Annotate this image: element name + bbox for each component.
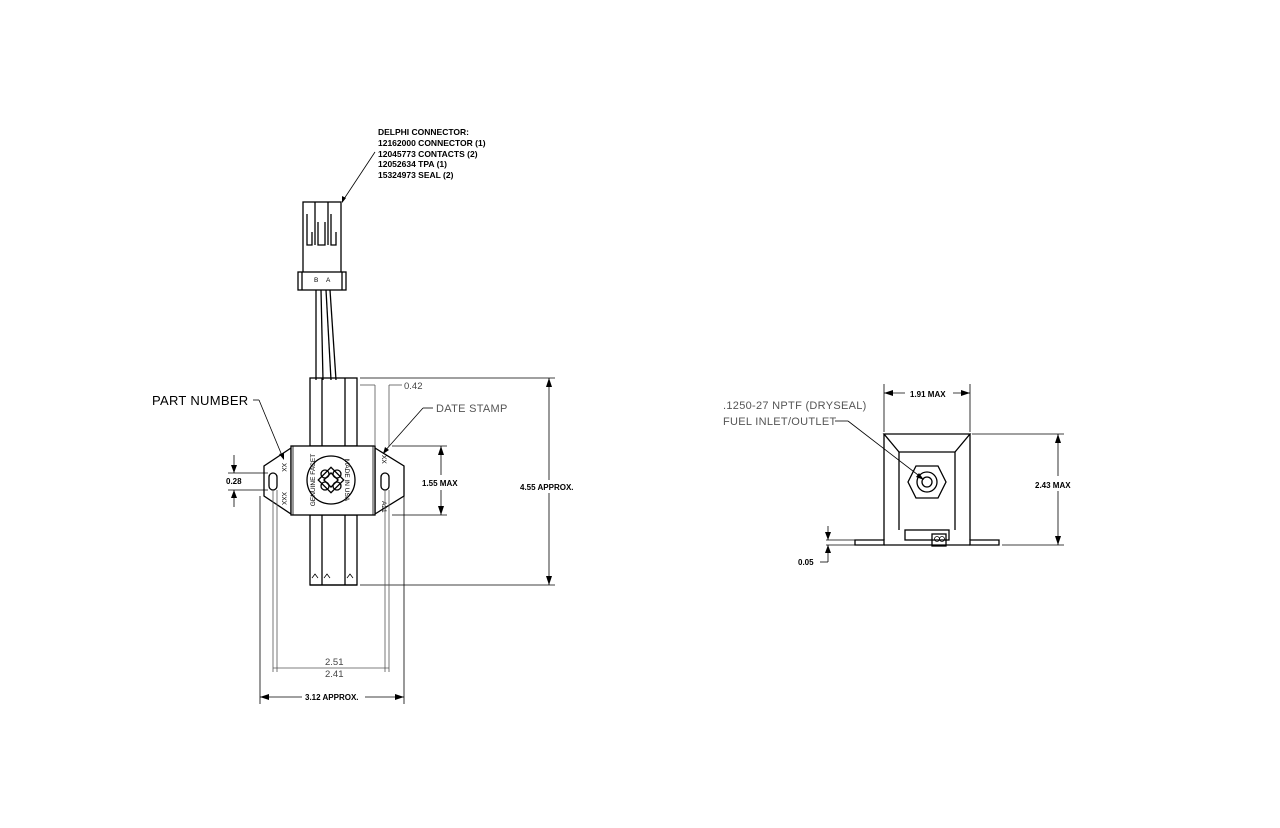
dim-243-text: 2.43 MAX: [1035, 481, 1071, 490]
dim-3.12: 3.12 APPROX.: [259, 496, 405, 704]
dim-0.28: 0.28: [226, 455, 268, 507]
pin-a-label: A: [326, 277, 331, 284]
flange-mark-left-bottom: XXX: [280, 492, 287, 506]
fitting-label-1: .1250-27 NPTF (DRYSEAL): [723, 400, 867, 412]
fuel-fitting: [907, 465, 947, 499]
dim-312-text: 3.12 APPROX.: [305, 693, 359, 702]
part-number-label: PART NUMBER: [152, 393, 248, 408]
mount-slot-left: [268, 472, 278, 491]
dim-028-text: 0.28: [226, 477, 242, 486]
dim-4.55: 4.55 APPROX.: [360, 377, 574, 586]
connector-note-line-2: 12162000 CONNECTOR (1): [378, 138, 486, 148]
pump-side-view: [854, 433, 1000, 547]
dim-251-text: 2.51: [325, 657, 344, 668]
connector-note-line-3: 12045773 CONTACTS (2): [378, 149, 478, 159]
facet-logo-mark: [317, 466, 345, 494]
dim-0.42: 0.42: [360, 381, 423, 446]
dim-042-text: 0.42: [404, 381, 423, 392]
connector-leader-line: [341, 151, 376, 203]
dim-455-text: 4.55 APPROX.: [520, 483, 574, 492]
part-number-callout: PART NUMBER: [152, 393, 284, 460]
pump-top-view: MADE IN USA GENUINE FACET XX XXX XX A21: [263, 377, 405, 586]
flange-mark-right-bottom: A21: [380, 501, 387, 513]
dim-1.91: 1.91 MAX: [883, 384, 971, 432]
connector-base: [297, 271, 347, 291]
delphi-connector: B A: [297, 201, 347, 291]
dim-0.05: 0.05: [798, 526, 855, 567]
fitting-label-2: FUEL INLET/OUTLET: [723, 416, 837, 428]
dim-005-text: 0.05: [798, 558, 814, 567]
connector-housing: [302, 201, 342, 275]
connector-leader-arrow: [342, 196, 346, 203]
flange-mark-right-top: XX: [380, 455, 387, 464]
logo-text-bottom: GENUINE FACET: [310, 454, 317, 506]
logo-text-top: MADE IN USA: [343, 459, 350, 502]
flange-mark-left-top: XX: [280, 463, 287, 472]
dim-191-text: 1.91 MAX: [910, 390, 946, 399]
facet-logo: [306, 455, 356, 505]
date-stamp-callout: DATE STAMP: [383, 403, 508, 454]
fitting-callout: .1250-27 NPTF (DRYSEAL) FUEL INLET/OUTLE…: [723, 400, 924, 480]
side-terminal: [931, 533, 947, 547]
lead-wires: [315, 289, 337, 381]
connector-note-line-5: 15324973 SEAL (2): [378, 170, 454, 180]
pin-b-label: B: [314, 277, 318, 284]
dim-1.55: 1.55 MAX: [392, 445, 458, 516]
connector-note-line-4: 12052634 TPA (1): [378, 159, 447, 169]
dim-241-text: 2.41: [325, 669, 344, 680]
date-stamp-label: DATE STAMP: [436, 403, 508, 415]
dim-2.51-2.41: 2.51 2.41: [272, 490, 390, 680]
dim-2.43: 2.43 MAX: [972, 433, 1071, 546]
mount-slot-right: [380, 472, 390, 491]
connector-note: DELPHI CONNECTOR: 12162000 CONNECTOR (1)…: [341, 127, 486, 203]
dim-155-text: 1.55 MAX: [422, 479, 458, 488]
connector-note-line-1: DELPHI CONNECTOR:: [378, 127, 469, 137]
